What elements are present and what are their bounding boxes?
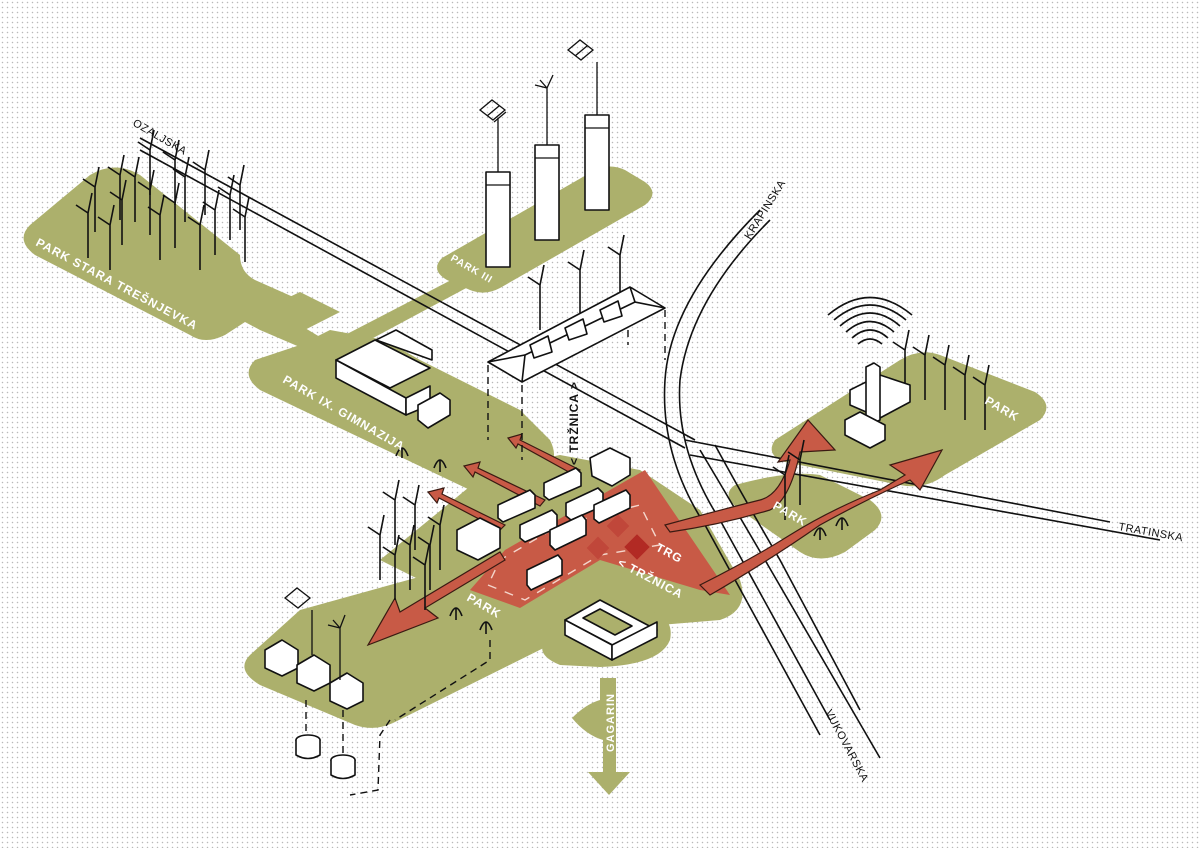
tree-icon [402, 484, 420, 550]
krapinska-road-edge [678, 219, 831, 721]
cube-buildings [264, 639, 364, 710]
tree-icon [892, 329, 910, 395]
tree-icon [607, 234, 625, 300]
movement-arrows [366, 419, 944, 647]
arrow-nw [506, 433, 581, 477]
utility-line [394, 640, 491, 721]
wifi-signal-icon [827, 296, 913, 345]
fountain-icon [479, 621, 493, 634]
tower-building [485, 171, 511, 268]
tower-building [534, 144, 560, 241]
tree-icon [367, 514, 385, 580]
trees [75, 129, 990, 610]
tree-icon [787, 439, 805, 505]
fountain-icon [433, 459, 447, 472]
ozaljska-street-label: OZALJSKA [131, 117, 189, 158]
wind-turbine-icon [327, 614, 346, 680]
water-tank-icon [330, 754, 356, 780]
tree-icon [202, 189, 220, 255]
market-roof-structure [487, 286, 666, 383]
tree-icon [97, 204, 115, 270]
solar-panel-icon [478, 99, 507, 172]
plaza-highlight-square [624, 534, 650, 560]
tree-icon [147, 194, 165, 260]
tree-icon [82, 166, 100, 232]
tower-building [584, 114, 610, 211]
tree-icon [427, 504, 445, 570]
plaza-dashed-border [487, 504, 662, 601]
tree-icon [417, 524, 435, 590]
market-roof-label: < TRŽNICA > [566, 381, 581, 465]
east-park-buildings [844, 362, 911, 449]
solar-panel-icon [283, 587, 313, 655]
tree-icon [912, 334, 930, 400]
water-tank-icon [295, 734, 321, 760]
tree-icon [952, 354, 970, 420]
tree-icon [932, 344, 950, 410]
gagarin-label: GAGARIN [605, 693, 617, 752]
arrow-east [698, 449, 944, 596]
solar-panel-icon [566, 39, 598, 115]
park-center-east-area [728, 473, 882, 559]
krapinska-street-label: KRAPINSKA [742, 178, 788, 242]
tree-icon [382, 479, 400, 545]
tree-icon [107, 154, 125, 220]
tratinska-road-edge [689, 454, 1161, 541]
vukovarska-street-label: VUKOVARSKA [822, 708, 870, 784]
plaza-highlight-square [606, 514, 630, 538]
tree-icon [232, 196, 250, 262]
tree-icon [122, 156, 140, 222]
tree-icon [187, 204, 205, 270]
park-east-area [771, 352, 1047, 487]
gagarin-courtyard-building [564, 599, 658, 661]
gagarin-arrow [572, 678, 630, 795]
tree-icon [227, 164, 245, 230]
tree-icon [137, 129, 155, 195]
park-iii-connector [345, 278, 470, 345]
ozaljska-road-edge [139, 137, 696, 441]
wind-turbine-icon [534, 74, 554, 145]
tree-icon [162, 139, 180, 205]
plaza-block-buildings [456, 447, 631, 591]
fountain-icon [835, 517, 849, 530]
tree-icon [109, 179, 127, 245]
tree-icon [172, 156, 190, 222]
tree-icon [527, 264, 545, 330]
ozaljska-road-edge [139, 149, 686, 449]
tree-icon [772, 454, 790, 520]
tratinska-street-label: TRATINSKA [1117, 521, 1184, 544]
krapinska-road-edge [663, 209, 821, 736]
tree-icon [412, 544, 430, 610]
tree-icon [567, 249, 585, 315]
arrow-east-north [664, 419, 837, 533]
tree-icon [397, 524, 415, 590]
tree-icon [217, 174, 235, 240]
tree-icon [75, 192, 93, 258]
fountain-icon [449, 607, 463, 620]
fountain-icon [395, 447, 409, 458]
fountain-icon [813, 527, 827, 540]
arrow-sw [366, 551, 506, 647]
plaza-highlight-square [586, 536, 610, 560]
utility-line [305, 700, 391, 796]
buildings [264, 114, 911, 710]
gimnazija-building [335, 329, 451, 429]
tree-icon [382, 534, 400, 600]
tree-icon [972, 364, 990, 430]
tree-icon [192, 149, 210, 215]
park-connector-area [245, 292, 340, 340]
